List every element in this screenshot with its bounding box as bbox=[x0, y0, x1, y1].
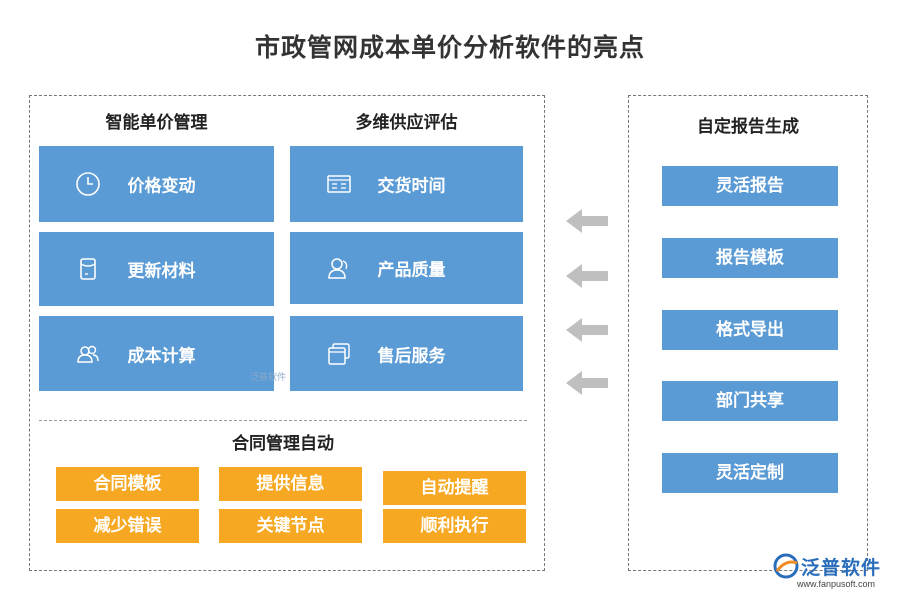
contract-item: 顺利执行 bbox=[383, 509, 526, 543]
left-arrow-icon bbox=[566, 318, 608, 342]
logo-name: 泛普软件 bbox=[801, 557, 882, 579]
windows-icon bbox=[328, 342, 350, 365]
section-divider bbox=[39, 420, 527, 421]
report-item: 部门共享 bbox=[662, 381, 838, 421]
card-cost-calc: 成本计算 bbox=[39, 316, 274, 391]
clock-icon bbox=[76, 172, 100, 196]
card-label: 售后服务 bbox=[377, 346, 446, 366]
card-price-change: 价格变动 bbox=[39, 146, 274, 222]
card-label: 价格变动 bbox=[127, 176, 196, 197]
card-after-sales: 售后服务 bbox=[290, 316, 523, 391]
document-icon bbox=[80, 258, 96, 280]
card-product-quality: 产品质量 bbox=[290, 232, 523, 304]
contract-item: 减少错误 bbox=[56, 509, 199, 543]
contract-item: 合同模板 bbox=[56, 467, 199, 501]
page-title: 市政管网成本单价分析软件的亮点 bbox=[254, 33, 645, 62]
contract-heading: 合同管理自动 bbox=[232, 434, 334, 454]
report-item: 灵活定制 bbox=[662, 453, 838, 493]
watermark-text: 泛普软件 bbox=[250, 373, 287, 383]
contract-item: 提供信息 bbox=[219, 467, 362, 501]
card-label: 更新材料 bbox=[127, 261, 196, 282]
brand-logo: 泛普软件 www.fanpusoft.com bbox=[773, 553, 891, 593]
contract-item: 关键节点 bbox=[219, 509, 362, 543]
left-arrow-icon bbox=[566, 371, 608, 395]
user-icon bbox=[328, 258, 348, 279]
card-label: 交货时间 bbox=[377, 176, 446, 197]
report-item: 报告模板 bbox=[662, 238, 838, 278]
card-label: 成本计算 bbox=[127, 346, 196, 366]
card-update-materials: 更新材料 bbox=[39, 232, 274, 306]
right-panel bbox=[628, 95, 868, 571]
report-item: 灵活报告 bbox=[662, 166, 838, 206]
card-delivery-time: 交货时间 bbox=[290, 146, 523, 222]
card-label: 产品质量 bbox=[377, 260, 446, 281]
left-arrow-icon bbox=[566, 209, 608, 233]
col2-heading: 多维供应评估 bbox=[355, 113, 458, 133]
col1-heading: 智能单价管理 bbox=[105, 113, 208, 133]
logo-url: www.fanpusoft.com bbox=[797, 579, 876, 589]
left-arrow-icon bbox=[566, 264, 608, 288]
left-panel bbox=[29, 95, 545, 571]
report-item: 格式导出 bbox=[662, 310, 838, 350]
logo-mark-icon bbox=[773, 553, 799, 579]
users-icon bbox=[77, 345, 99, 363]
contract-item: 自动提醒 bbox=[383, 471, 526, 505]
schedule-icon bbox=[327, 175, 351, 193]
report-heading: 自定报告生成 bbox=[697, 117, 799, 137]
